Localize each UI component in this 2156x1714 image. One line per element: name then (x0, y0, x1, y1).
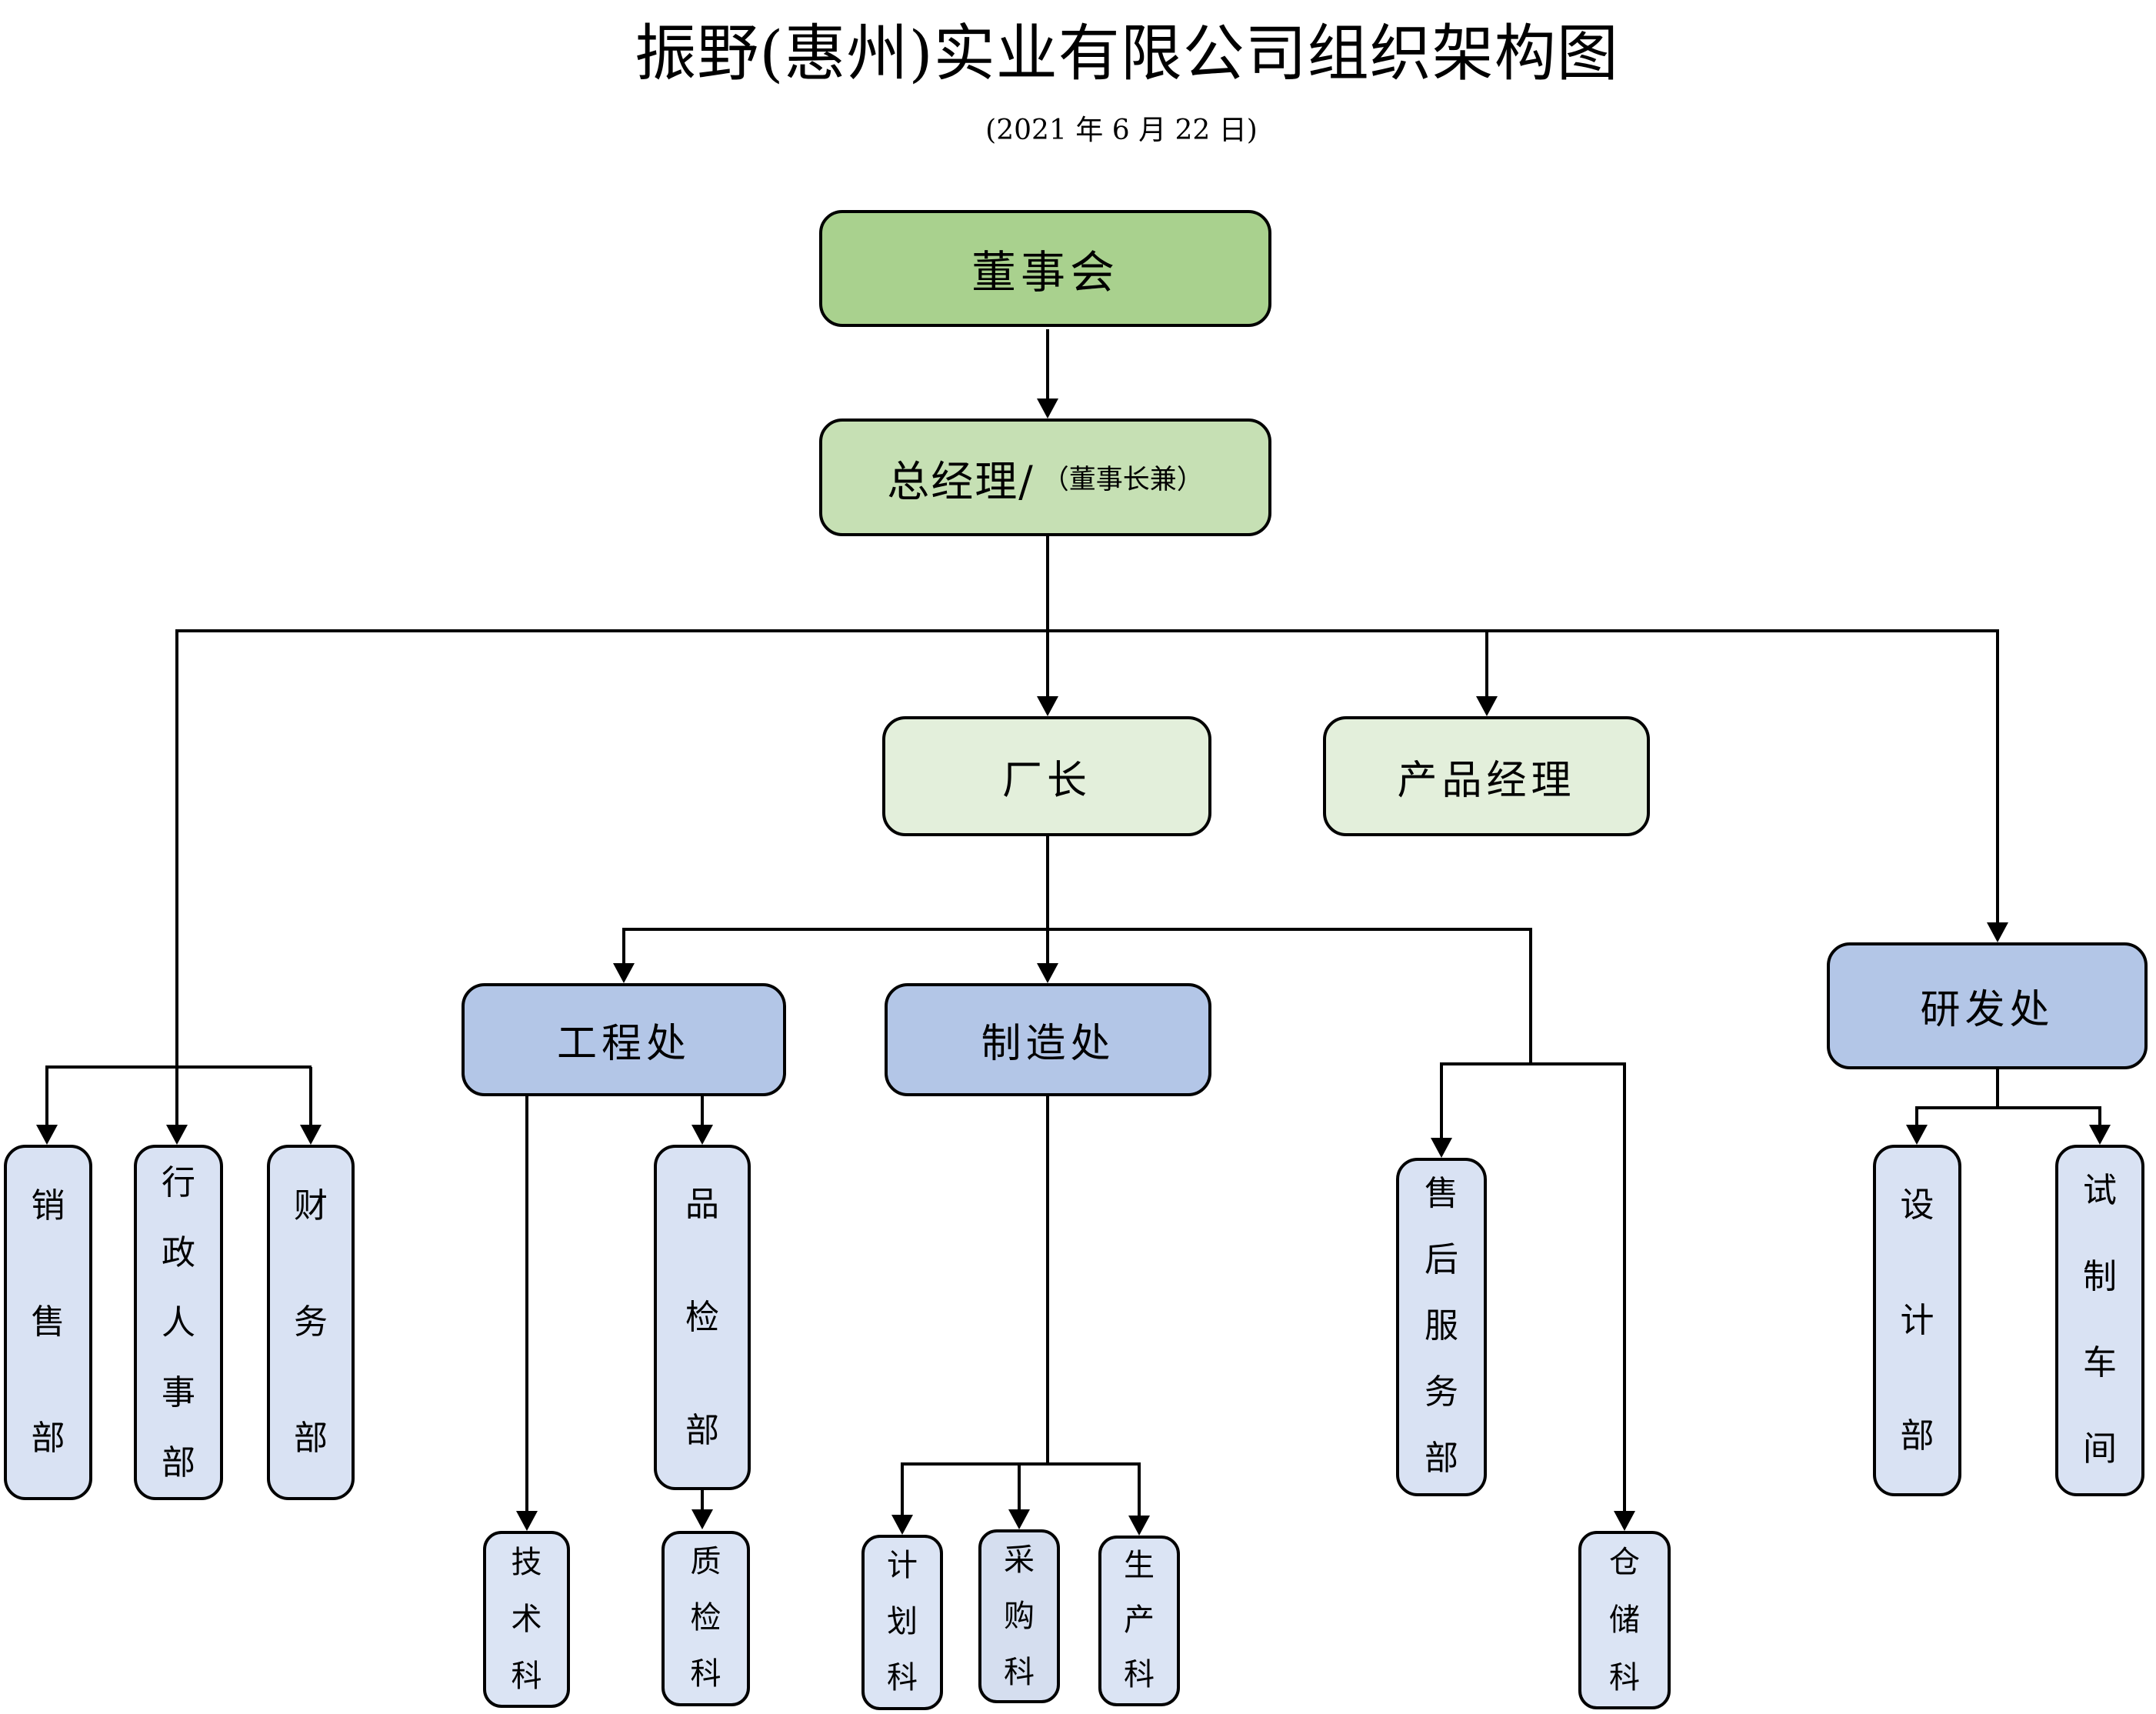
arrowhead-after-sales-dept (1431, 1138, 1452, 1158)
connector-adminhr-stem (175, 1067, 178, 1126)
connector-main-hline (175, 629, 1999, 632)
node-production-section: 生 产 科 (1098, 1536, 1180, 1706)
node-purchasing-section: 采 购 科 (978, 1529, 1060, 1703)
connector-left-hline (45, 1065, 312, 1069)
node-after-sales-service-dept: 售 后 服 务 部 (1396, 1158, 1487, 1496)
connector-fd-hline (622, 928, 1532, 931)
connector-manufacturing-stem (1046, 929, 1049, 966)
node-general-manager-note: （董事长兼） (1041, 465, 1204, 495)
connector-right-branch-stem (1529, 929, 1532, 1065)
node-factory-director-label: 厂长 (1001, 757, 1091, 804)
connector-factory-director-stem (1046, 631, 1049, 698)
connector-design-stem (1915, 1108, 1918, 1126)
arrowhead-product-manager (1476, 696, 1498, 716)
node-design-dept: 设 计 部 (1873, 1145, 1961, 1496)
connector-manufacturing-down-stem (1046, 1096, 1049, 1466)
node-engineering-office: 工程处 (462, 983, 786, 1096)
arrowhead-rnd-office (1987, 922, 2008, 942)
node-warehouse-section: 仓 储 科 (1578, 1531, 1671, 1709)
arrowhead-quality-check-section (691, 1509, 713, 1529)
node-sales-dept: 销 售 部 (4, 1145, 92, 1500)
connector-technology-stem (525, 1096, 528, 1512)
node-admin-hr-dept: 行 政 人 事 部 (134, 1145, 223, 1500)
arrowhead-trial-workshop (2089, 1125, 2111, 1145)
node-finance-dept: 财 务 部 (267, 1145, 355, 1500)
arrowhead-warehouse-section (1614, 1511, 1635, 1531)
node-planning-section: 计 划 科 (861, 1535, 943, 1710)
connector-finance-stem (309, 1067, 312, 1126)
connector-purchasing-stem (1018, 1464, 1021, 1511)
connector-planning-stem (901, 1464, 904, 1516)
connector-sales-stem (45, 1067, 48, 1126)
node-board-of-directors: 董事会 (819, 210, 1271, 327)
connector-warehouse-stem (1623, 1064, 1626, 1514)
node-rnd-office-label: 研发处 (1920, 987, 2054, 1033)
connector-manufacturing-hline (901, 1462, 1141, 1466)
arrowhead-admin-hr-dept (166, 1125, 188, 1145)
connector-rnd-stem (1996, 631, 1999, 924)
connector-rnd-hline (1915, 1106, 2101, 1109)
arrowhead-sales-dept (36, 1125, 58, 1145)
page-subtitle: (2021 年 6 月 22 日) (985, 115, 1258, 146)
connector-product-manager-stem (1485, 631, 1488, 698)
arrowhead-gm (1037, 398, 1058, 418)
connector-fd-down-stem (1046, 836, 1049, 929)
arrowhead-manufacturing-office (1037, 963, 1058, 983)
node-factory-director: 厂长 (882, 716, 1211, 836)
connector-trial-workshop-stem (2098, 1108, 2101, 1126)
connector-engineering-stem (622, 929, 625, 966)
connector-gm-stem (1046, 536, 1049, 631)
node-manufacturing-office: 制造处 (885, 983, 1211, 1096)
arrowhead-factory-director (1037, 696, 1058, 716)
connector-production-stem (1138, 1464, 1141, 1517)
arrowhead-quality-inspection-dept (691, 1125, 713, 1145)
node-trial-production-workshop: 试 制 车 间 (2055, 1145, 2144, 1496)
node-general-manager-label: 总经理/ (887, 456, 1035, 506)
connector-rnd-down-stem (1996, 1069, 1999, 1109)
node-quality-inspection-dept: 品 检 部 (654, 1145, 751, 1490)
arrowhead-purchasing-section (1008, 1509, 1030, 1529)
node-technology-section: 技 术 科 (483, 1531, 570, 1708)
arrowhead-production-section (1128, 1516, 1150, 1536)
node-board-of-directors-label: 董事会 (971, 246, 1119, 298)
node-rnd-office: 研发处 (1827, 942, 2148, 1069)
arrowhead-engineering-office (613, 963, 635, 983)
connector-board-gm (1046, 329, 1049, 400)
arrowhead-design-dept (1906, 1125, 1928, 1145)
connector-left-stem (175, 631, 178, 1069)
connector-right-branch-hline (1440, 1062, 1626, 1065)
connector-aftersales-stem (1440, 1064, 1443, 1141)
node-quality-check-section: 质 检 科 (661, 1531, 750, 1706)
node-engineering-office-label: 工程处 (556, 1021, 691, 1067)
node-general-manager: 总经理/ （董事长兼） (819, 418, 1271, 536)
arrowhead-finance-dept (300, 1125, 322, 1145)
node-product-manager: 产品经理 (1323, 716, 1650, 836)
page-title: 振野(惠州)实业有限公司组织架构图 (635, 18, 1619, 89)
arrowhead-technology-section (516, 1511, 538, 1531)
arrowhead-planning-section (891, 1515, 913, 1535)
node-manufacturing-office-label: 制造处 (981, 1021, 1115, 1067)
node-product-manager-label: 产品经理 (1397, 757, 1576, 804)
connector-quality-inspection-stem (701, 1096, 704, 1126)
connector-quality-check-stem (701, 1489, 704, 1511)
